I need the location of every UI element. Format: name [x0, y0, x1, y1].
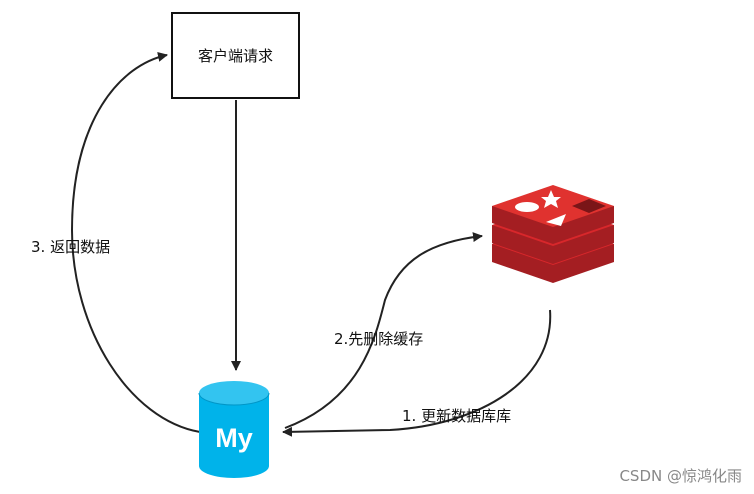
arrow-update-db	[282, 309, 552, 437]
arrow-delete-cache	[284, 232, 483, 429]
client-request-box: 客户端请求	[171, 12, 300, 99]
redis-triangle-shape	[546, 214, 566, 226]
redis-icon	[492, 185, 614, 283]
redis-diamond-shape	[572, 199, 606, 213]
arrow-return-data	[70, 51, 201, 433]
return-data-label: 3. 返回数据	[31, 238, 111, 256]
redis-star-shape	[541, 190, 561, 208]
update-db-label: 1. 更新数据库库	[402, 407, 512, 425]
redis-circle-shape	[515, 202, 539, 212]
watermark: CSDN @惊鸿化雨	[619, 467, 742, 485]
client-request-label: 客户端请求	[197, 47, 273, 65]
delete-cache-label: 2.先删除缓存	[334, 330, 424, 348]
mysql-icon-text: My	[215, 423, 253, 453]
mysql-icon: My	[198, 381, 270, 478]
